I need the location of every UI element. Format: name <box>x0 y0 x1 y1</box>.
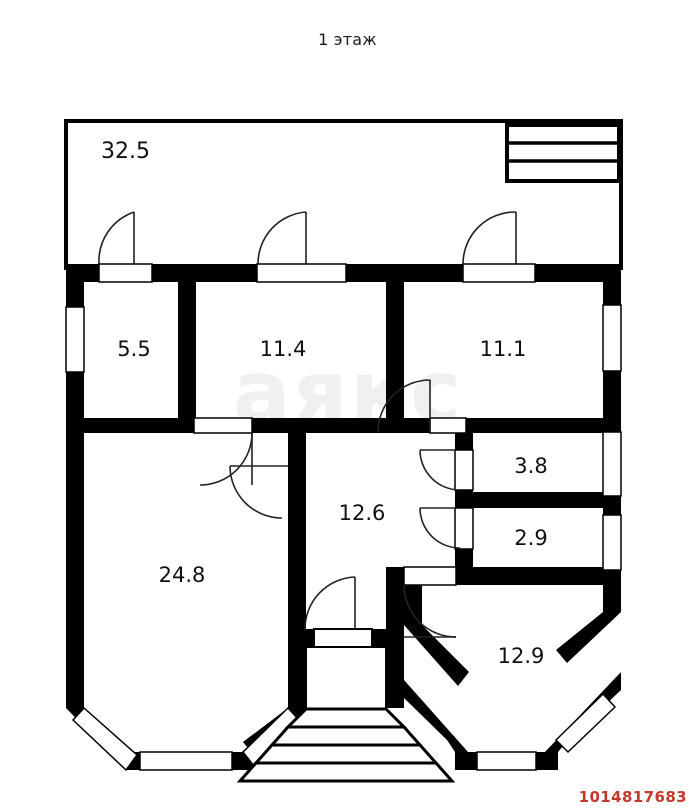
door-arc-veranda-3 <box>462 211 517 265</box>
wall-h-under-11-1-a <box>404 418 430 433</box>
entrance-step-4 <box>236 761 456 783</box>
wall-v-12-6-c <box>455 549 473 567</box>
opening-11-4-down <box>193 417 253 434</box>
opening-top-3 <box>462 263 536 283</box>
wall-v-12-6-lower <box>386 567 404 629</box>
wall-h-under-5-5 <box>84 418 194 433</box>
opening-12-9-door <box>403 566 457 586</box>
wall-v-11-4 <box>386 282 404 418</box>
page-title: 1 этаж <box>318 30 377 49</box>
wall-bay-12-9-left <box>404 625 469 686</box>
entrance-landing <box>305 646 387 710</box>
door-arc-12-6-bottom <box>304 576 356 630</box>
wall-top-2 <box>152 264 257 282</box>
veranda-steps <box>505 123 621 183</box>
wall-left-1 <box>66 264 84 307</box>
room-label-2-9: 2.9 <box>514 526 547 550</box>
wall-bay-12-9-bl <box>404 680 468 752</box>
room-label-5-5: 5.5 <box>117 337 150 361</box>
door-arc-corridor <box>229 465 283 519</box>
wall-12-9-bottom-b <box>536 752 558 770</box>
wall-12-9-bottom-a <box>455 752 477 770</box>
entrance-step-1 <box>284 707 408 729</box>
opening-2-9-door <box>454 507 474 550</box>
wall-porch-right <box>386 647 404 708</box>
door-arc-veranda-1 <box>98 211 135 265</box>
wall-h-3-8-2-9 <box>455 492 603 508</box>
wall-h-under-11-4-b <box>308 418 404 433</box>
wall-left-2 <box>66 372 84 708</box>
wall-12-9-left <box>404 585 422 625</box>
wall-right-2 <box>603 371 621 432</box>
door-arc-12-9 <box>403 584 457 638</box>
wall-right-3 <box>603 496 621 515</box>
door-arc-3-8 <box>419 449 461 491</box>
wall-right-1 <box>603 264 621 305</box>
window-right-3-8 <box>602 431 622 497</box>
window-bay-24-8-left <box>71 706 139 772</box>
veranda-steps-box <box>505 123 621 183</box>
wall-h-12-6-bottom-a <box>288 629 318 647</box>
opening-3-8-door <box>454 449 474 491</box>
entrance-steps <box>236 628 456 783</box>
room-label-12-6: 12.6 <box>339 501 386 525</box>
wall-v-24-8-right <box>288 433 306 629</box>
wall-porch-left <box>288 647 306 708</box>
wall-h-12-6-bottom-b <box>372 629 404 647</box>
room-label-3-8: 3.8 <box>514 454 547 478</box>
window-bay-12-9-bottom <box>476 751 537 771</box>
room-label-11-4: 11.4 <box>260 337 307 361</box>
wall-h-under-11-4-a <box>252 418 308 433</box>
listing-id: 1014817683 <box>578 788 687 806</box>
window-right-11-1 <box>602 304 622 372</box>
wall-v-5-5 <box>178 282 196 418</box>
entrance-step-2 <box>268 725 424 747</box>
wall-v-12-6-a <box>455 433 473 450</box>
window-bay-12-9-right <box>554 692 617 754</box>
wall-top-3 <box>346 264 463 282</box>
wall-top-4 <box>535 264 621 282</box>
door-arc-11-1 <box>377 379 431 433</box>
room-labels: 32.5 5.5 11.4 11.1 3.8 2.9 12.6 24.8 12.… <box>101 139 548 668</box>
door-arc-11-4 <box>199 432 253 486</box>
window-left-5-5 <box>65 306 85 373</box>
room-label-12-9: 12.9 <box>498 644 545 668</box>
entrance-step-3 <box>252 743 440 765</box>
wall-bay-12-9-right <box>556 612 621 663</box>
window-right-2-9 <box>602 514 622 571</box>
door-arc-veranda-2 <box>257 211 307 265</box>
opening-top-1 <box>98 263 153 283</box>
windows <box>65 263 622 772</box>
door-arc-2-9 <box>419 507 461 549</box>
interior-door-arcs <box>199 379 461 638</box>
opening-top-2 <box>256 263 347 283</box>
room-label-11-1: 11.1 <box>480 337 527 361</box>
entrance-threshold <box>313 628 373 648</box>
wall-h-under-11-1-b <box>466 418 621 433</box>
room-label-veranda: 32.5 <box>101 139 150 164</box>
veranda-door-arcs <box>98 211 517 265</box>
opening-11-1-down <box>429 417 467 434</box>
window-bay-24-8-bottom <box>139 751 233 771</box>
room-label-24-8: 24.8 <box>159 563 206 587</box>
